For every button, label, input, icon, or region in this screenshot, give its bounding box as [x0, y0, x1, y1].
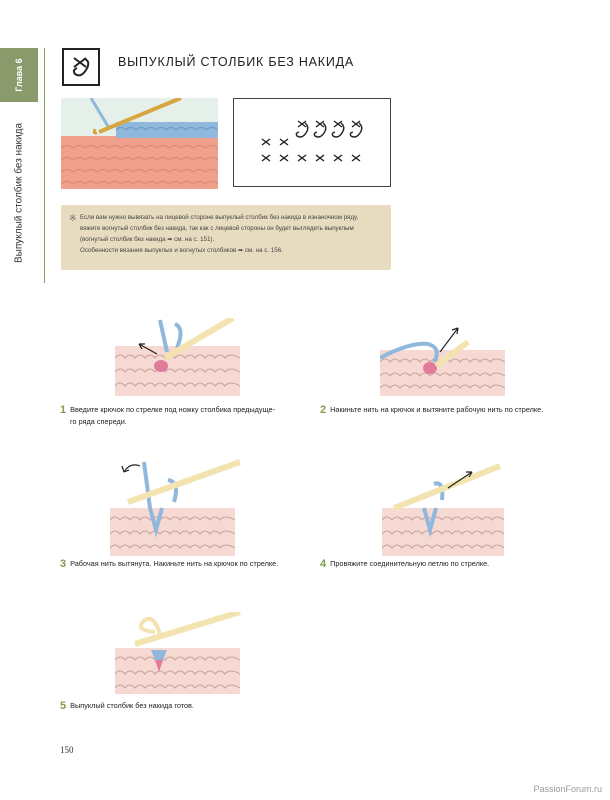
crochet-photo: [61, 98, 218, 189]
watermark: PassionForum.ru: [533, 784, 602, 794]
note-line: вяжите вогнутый столбик без накида, так …: [80, 225, 354, 232]
note-box: ※ Если вам нужно вывязать на лицевой сто…: [61, 205, 391, 270]
chapter-label: Глава 6: [14, 58, 24, 92]
step-3-illustration: [110, 459, 242, 556]
step-1-illustration: [115, 318, 241, 396]
sidebar-divider: [44, 48, 45, 283]
note-line: Особенности вязания выпуклых и вогнутых …: [80, 247, 283, 254]
step-4-illustration: [382, 463, 505, 556]
note-line: (вогнутый столбик без накида ➡ см. на с.…: [80, 236, 215, 243]
page-number: 150: [60, 745, 74, 755]
step-5-illustration: [115, 612, 241, 694]
section-side-label: Выпуклый столбик без накида: [13, 122, 25, 264]
step-2-illustration: [380, 327, 506, 396]
note-mark: ※: [69, 213, 77, 223]
page-title: ВЫПУКЛЫЙ СТОЛБИК БЕЗ НАКИДА: [118, 55, 355, 69]
stitch-chart-diagram: [233, 98, 391, 187]
chapter-tab: Глава 6: [0, 48, 38, 102]
note-line: Если вам нужно вывязать на лицевой сторо…: [80, 214, 359, 221]
stitch-symbol-icon: [62, 48, 100, 86]
